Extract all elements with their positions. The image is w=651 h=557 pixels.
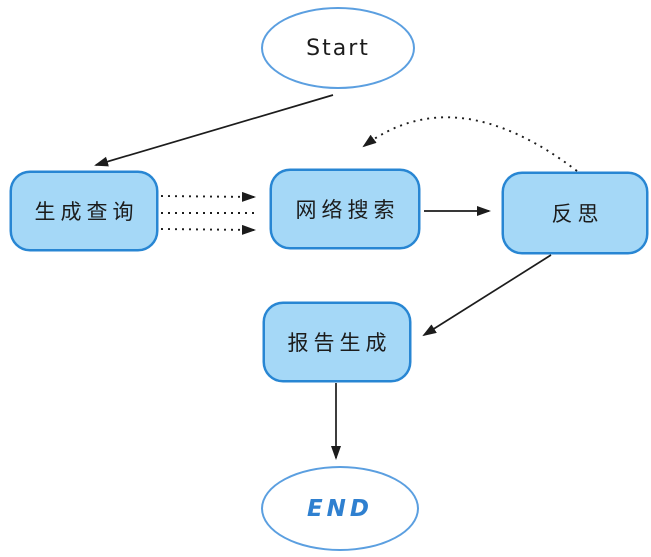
node-reflect-label: 反思 [551, 202, 604, 226]
edge-reflect-to-report [422, 254, 552, 337]
node-report: 报告生成 [263, 302, 411, 382]
node-reflect: 反思 [502, 172, 648, 254]
edge-start-to-generate-query [94, 94, 334, 167]
node-start-label: Start [306, 35, 370, 61]
edge-reflect-to-web-search-loop [362, 116, 578, 172]
node-generate-query: 生成查询 [10, 171, 158, 251]
node-end: END [261, 466, 419, 551]
node-web-search-label: 网络搜索 [295, 198, 400, 222]
node-start: Start [261, 7, 415, 89]
edge-generate-query-to-web-search-top [160, 191, 256, 202]
node-end-label: END [306, 495, 374, 522]
node-generate-query-label: 生成查询 [34, 200, 139, 224]
node-web-search: 网络搜索 [270, 169, 420, 249]
edge-generate-query-to-web-search-bottom [160, 224, 256, 235]
node-report-label: 报告生成 [287, 331, 392, 355]
